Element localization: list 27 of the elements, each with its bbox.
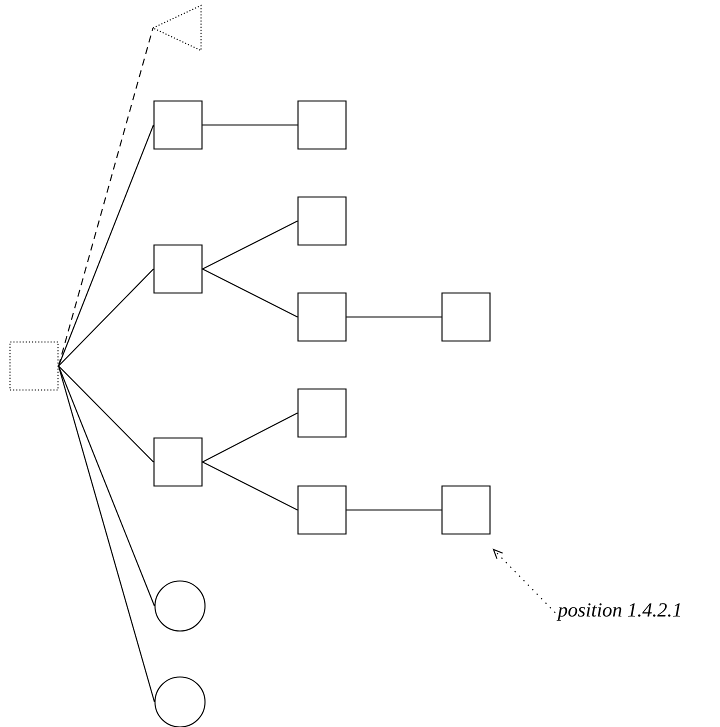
connector-line bbox=[202, 268, 298, 318]
square-box bbox=[441, 292, 491, 342]
square-box bbox=[153, 437, 203, 487]
position-label: position 1.4.2.1 bbox=[556, 603, 680, 621]
connector-line bbox=[346, 509, 442, 511]
circle-node bbox=[154, 580, 206, 632]
connector-line bbox=[58, 124, 154, 366]
square-box bbox=[297, 292, 347, 342]
connector-line bbox=[58, 366, 154, 462]
square-box bbox=[297, 388, 347, 438]
square-box bbox=[153, 100, 203, 150]
connector-line bbox=[202, 124, 298, 126]
square-box bbox=[441, 485, 491, 535]
connector-line bbox=[202, 412, 298, 462]
square-box bbox=[297, 196, 347, 246]
arrow bbox=[492, 548, 556, 614]
root-box bbox=[9, 341, 59, 391]
square-box bbox=[297, 485, 347, 535]
connector-line bbox=[202, 220, 298, 270]
square-box bbox=[153, 244, 203, 294]
connector-line bbox=[58, 366, 155, 702]
connector-line bbox=[58, 366, 155, 606]
connector-line bbox=[202, 462, 298, 510]
connector-line bbox=[58, 28, 154, 366]
connector-line bbox=[58, 268, 154, 366]
connector-line bbox=[346, 316, 442, 318]
square-box bbox=[297, 100, 347, 150]
